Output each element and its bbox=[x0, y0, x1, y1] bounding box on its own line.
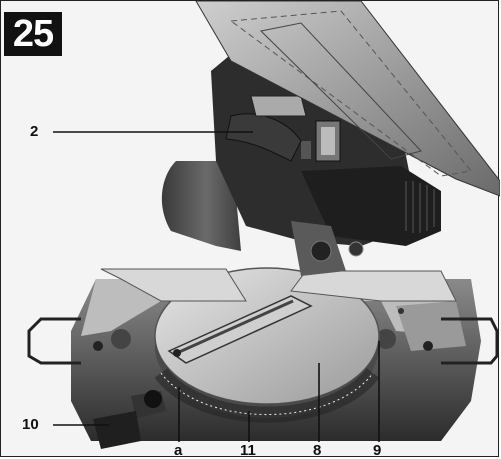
figure-number-badge: 25 bbox=[4, 12, 62, 56]
callout-a: a bbox=[174, 442, 183, 459]
extension-rails bbox=[27, 317, 499, 365]
upper-table bbox=[195, 1, 500, 197]
screw-right bbox=[376, 329, 396, 349]
fence bbox=[100, 268, 457, 302]
callout-11: 11 bbox=[240, 442, 256, 459]
callout-2: 2 bbox=[30, 123, 39, 140]
leader-lines bbox=[53, 131, 380, 442]
callout-9: 9 bbox=[373, 442, 382, 459]
clamp-handle bbox=[93, 390, 166, 449]
screw-left bbox=[111, 329, 131, 349]
turntable bbox=[154, 267, 380, 423]
callout-10: 10 bbox=[22, 416, 39, 433]
callout-8: 8 bbox=[313, 442, 322, 459]
